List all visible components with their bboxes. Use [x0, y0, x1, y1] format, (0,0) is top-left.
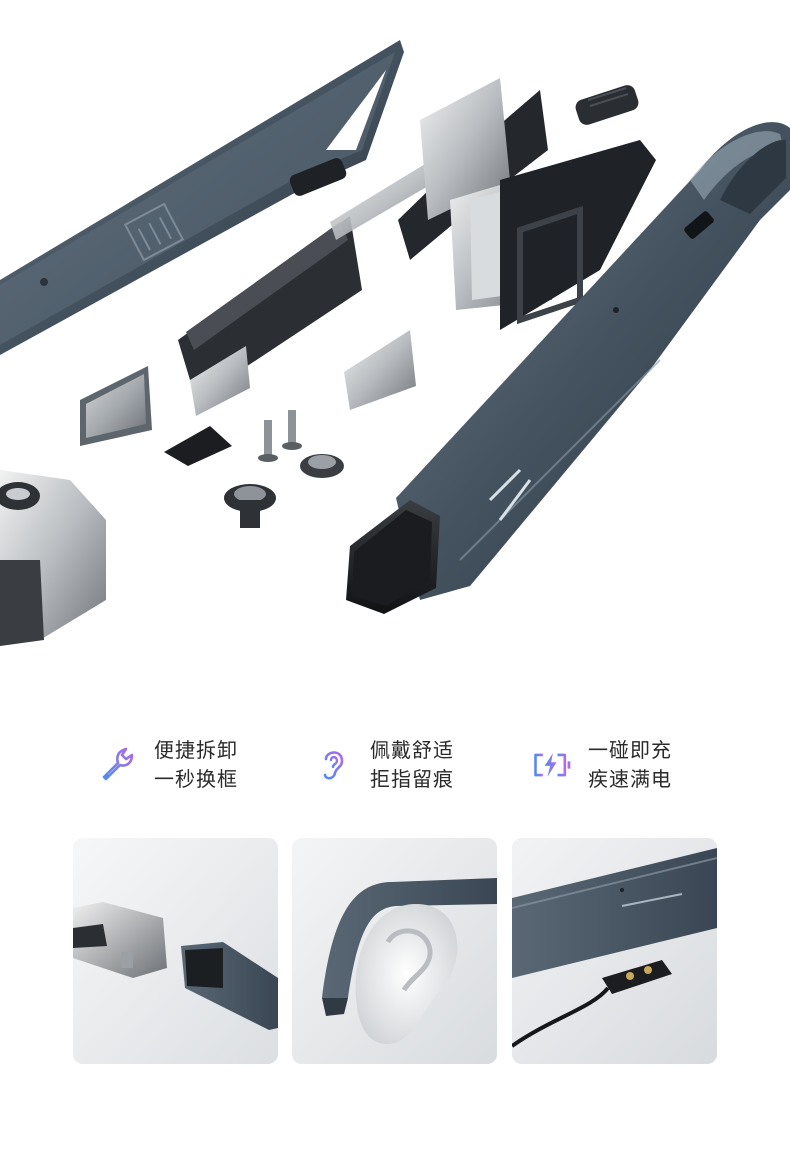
feature-quick-detach: 便捷拆卸 一秒换框	[96, 730, 238, 800]
feature-title: 便捷拆卸	[154, 738, 238, 762]
feature-subtitle: 拒指留痕	[370, 767, 454, 791]
hinge-block	[0, 470, 106, 646]
feature-subtitle: 一秒换框	[154, 767, 238, 791]
temple-arm	[346, 122, 790, 614]
feature-fast-charge: 一碰即充 疾速满电	[530, 730, 672, 800]
fast-charge-battery-icon	[530, 743, 574, 787]
feature-row: 便捷拆卸 一秒换框 佩戴舒适 拒指留痕	[0, 730, 790, 800]
ear-icon	[312, 743, 356, 787]
detach-photo-card	[73, 838, 278, 1064]
feature-comfort: 佩戴舒适 拒指留痕	[312, 730, 454, 800]
wrench-icon	[96, 743, 140, 787]
feature-title: 一碰即充	[588, 738, 672, 762]
feature-photo-cards	[0, 838, 790, 1064]
outer-shell-panel	[0, 40, 404, 355]
magnetic-charge-photo-card	[512, 838, 717, 1064]
ear-comfort-photo-card	[292, 838, 497, 1064]
feature-title: 佩戴舒适	[370, 738, 454, 762]
exploded-view-illustration	[0, 40, 790, 646]
internal-chassis	[178, 78, 656, 416]
small-components	[80, 85, 639, 528]
feature-subtitle: 疾速满电	[588, 767, 672, 791]
